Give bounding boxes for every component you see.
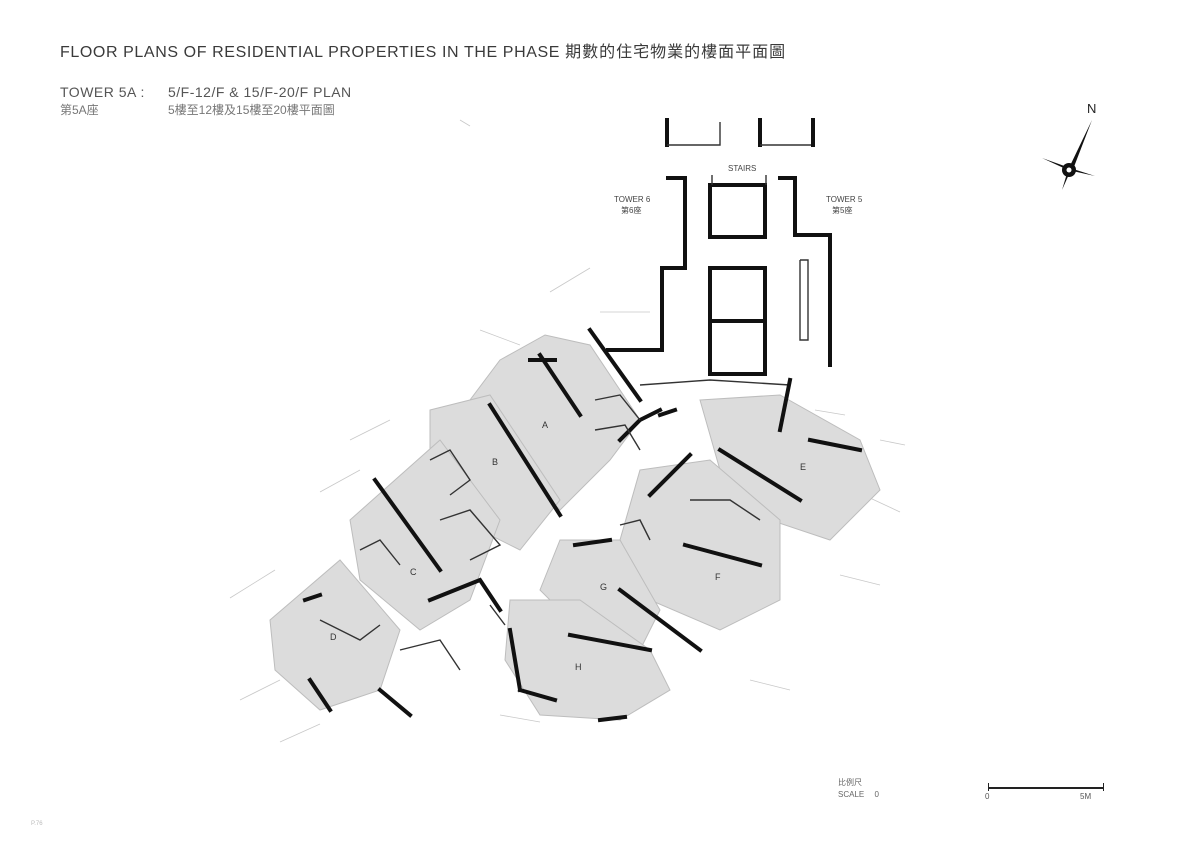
flat-label-h: H xyxy=(575,662,582,672)
core-walls xyxy=(606,118,832,443)
tower-l-label: TOWER 5 xyxy=(826,195,863,204)
flat-label-g: G xyxy=(600,582,607,592)
page-title-en: FLOOR PLANS OF RESIDENTIAL PROPERTIES IN… xyxy=(60,44,561,61)
plan-label: 5/F-12/F & 15/F-20/F PLAN xyxy=(168,84,352,100)
flat-label-a: A xyxy=(542,420,548,430)
interior-walls xyxy=(302,327,863,723)
scale-label-zh: 比例尺 xyxy=(838,778,862,787)
scale-bar xyxy=(988,787,1104,789)
flat-label-b: B xyxy=(492,457,498,467)
page-mark: P.76 xyxy=(31,821,43,827)
scale-tick-start xyxy=(988,783,989,791)
scale-max: 5M xyxy=(1080,792,1092,801)
tower-l-label-zh: 第5座 xyxy=(832,205,852,215)
tower-label: TOWER 5A : xyxy=(60,84,145,100)
scale-tick-end xyxy=(1103,783,1104,791)
site-annotations xyxy=(229,119,906,743)
tower-b-label: TOWER 6 xyxy=(614,195,651,204)
tower-label-zh: 第5A座 xyxy=(60,103,99,117)
scale-zero-b: 0 xyxy=(985,792,990,801)
scale-label: SCALE 0 xyxy=(838,790,879,799)
flat-label-d: D xyxy=(330,632,337,642)
page-title: FLOOR PLANS OF RESIDENTIAL PROPERTIES IN… xyxy=(60,38,786,62)
page-title-zh: 期數的住宅物業的樓面平面圖 xyxy=(565,44,787,61)
plan-label-zh: 5樓至12樓及15樓至20樓平面圖 xyxy=(168,103,335,117)
tower-b-label-zh: 第6座 xyxy=(621,205,641,215)
stairs-label: STAIRS xyxy=(728,164,756,173)
flat-units xyxy=(269,334,881,721)
flat-label-c: C xyxy=(410,567,417,577)
flat-unit-h xyxy=(504,599,671,721)
flat-label-e: E xyxy=(800,462,806,472)
scale-zero-a: 0 xyxy=(874,790,879,799)
north-label: N xyxy=(1087,101,1097,116)
north-arrow-icon xyxy=(1042,120,1095,190)
flat-unit-c xyxy=(349,439,501,631)
scale-label-en: SCALE xyxy=(838,790,865,799)
flat-label-f: F xyxy=(715,572,721,582)
